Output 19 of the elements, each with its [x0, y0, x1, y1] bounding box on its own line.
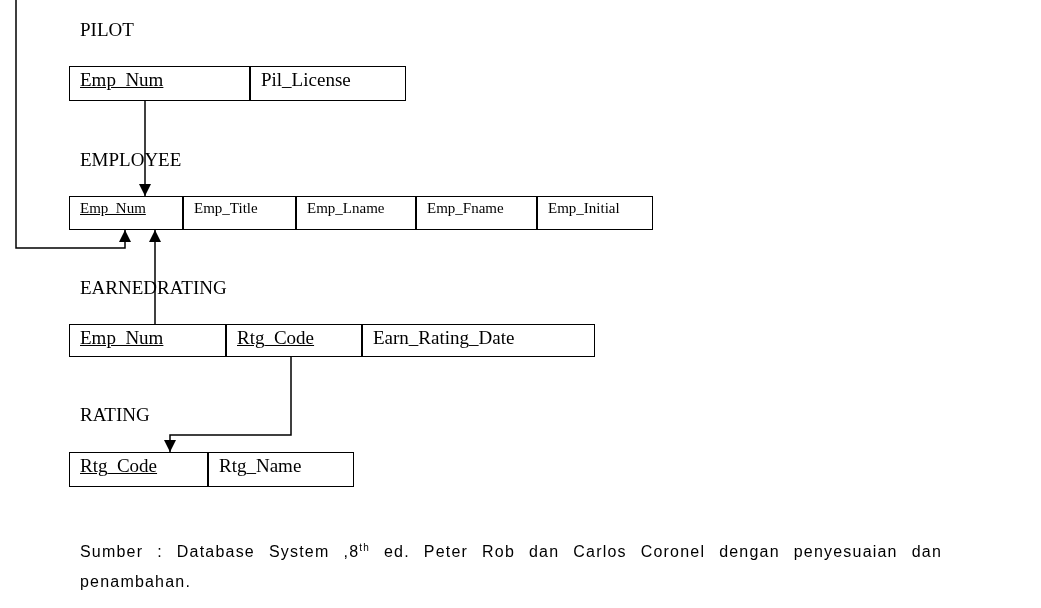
table-cell: Emp_Num	[69, 324, 226, 357]
table-cell: Emp_Fname	[416, 196, 537, 230]
table-cell: Emp_Num	[69, 196, 183, 230]
table-cell: Rtg_Code	[226, 324, 362, 357]
table-cell: Earn_Rating_Date	[362, 324, 595, 357]
table-cell: Pil_License	[250, 66, 406, 101]
table-cell: Rtg_Code	[69, 452, 208, 487]
source-caption: Sumber : Database System ,8$^{th}$ ed. Peter Rob dan Carlos Coronel dengan penyesuaian dan penambahan.	[80, 540, 942, 592]
table-cell: Rtg_Name	[208, 452, 354, 487]
arrow	[139, 100, 151, 197]
table-cell: Emp_Initial	[537, 196, 653, 230]
table-cell: Emp_Num	[69, 66, 250, 101]
arrow	[149, 229, 161, 325]
table-name: RATING	[80, 404, 150, 426]
arrow	[15, 0, 131, 249]
table-cell: Emp_Lname	[296, 196, 416, 230]
table-name: PILOT	[80, 19, 134, 41]
table-cell: Emp_Title	[183, 196, 296, 230]
arrow	[164, 356, 292, 453]
